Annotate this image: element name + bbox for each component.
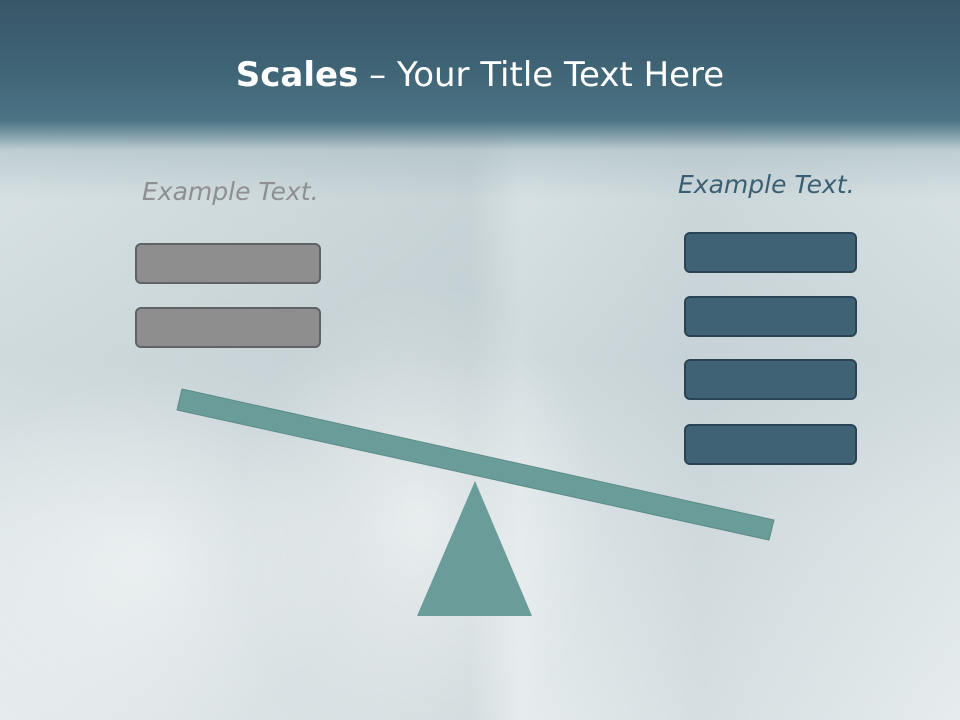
scale-beam — [176, 388, 775, 541]
left-label: Example Text. — [142, 177, 319, 206]
right-box-2 — [684, 296, 857, 337]
right-box-3 — [684, 359, 857, 400]
right-box-4 — [684, 424, 857, 465]
title-bold: Scales — [235, 55, 359, 95]
slide-title: Scales – Your Title Text Here — [0, 52, 960, 98]
title-rest: – Your Title Text Here — [358, 55, 725, 95]
fulcrum-triangle — [417, 481, 532, 616]
left-box-2 — [135, 307, 321, 348]
right-label: Example Text. — [678, 170, 855, 199]
title-banner — [0, 0, 960, 150]
left-box-1 — [135, 243, 321, 284]
right-box-1 — [684, 232, 857, 273]
